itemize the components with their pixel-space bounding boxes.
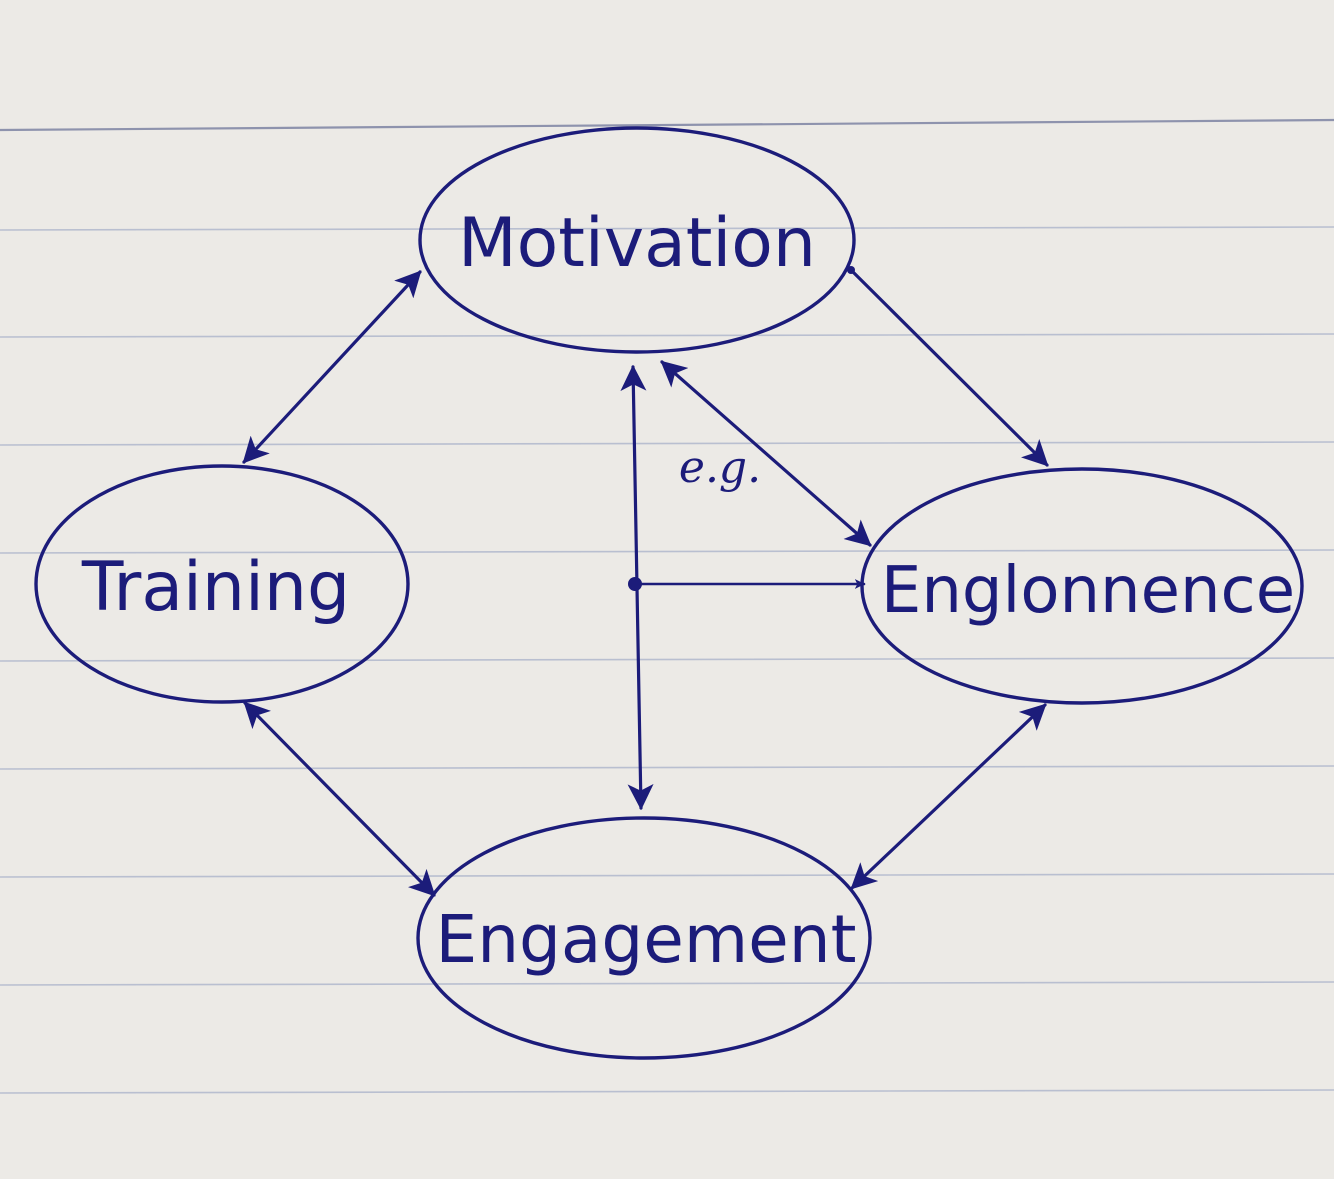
ruled-line	[0, 549, 1334, 554]
node-engagement-outline	[416, 816, 872, 1060]
node-englonnence-outline	[860, 467, 1304, 705]
node-engagement-label: Engagement	[436, 901, 857, 978]
ruled-line	[0, 226, 1334, 231]
node-englonnence-label: Englonnence	[881, 554, 1295, 628]
node-motivation-label: Motivation	[458, 204, 816, 283]
ruled-line	[0, 873, 1334, 878]
ruled-line	[0, 333, 1334, 338]
node-motivation-outline	[418, 126, 856, 354]
edge-label-eg: e.g.	[679, 442, 761, 493]
junction-dot	[628, 577, 642, 591]
edge-englonnence-engagement	[850, 703, 1047, 890]
edge-motivation-training	[242, 270, 422, 464]
node-engagement: Engagement	[416, 816, 872, 1060]
ruled-line	[0, 1089, 1334, 1094]
edge-motivation-englonnence-eg	[660, 360, 872, 547]
node-training-label: Training	[81, 548, 350, 627]
ruled-line	[0, 981, 1334, 986]
ruled-line	[0, 765, 1334, 770]
edge-motivation-englonnence	[849, 268, 1049, 467]
node-englonnence: Englonnence	[860, 467, 1304, 705]
header-margin-line	[0, 118, 1334, 132]
edge-training-engagement	[243, 701, 436, 897]
node-training: Training	[34, 464, 410, 704]
node-motivation: Motivation	[418, 126, 856, 354]
ruled-line	[0, 657, 1334, 662]
node-training-outline	[34, 464, 410, 704]
